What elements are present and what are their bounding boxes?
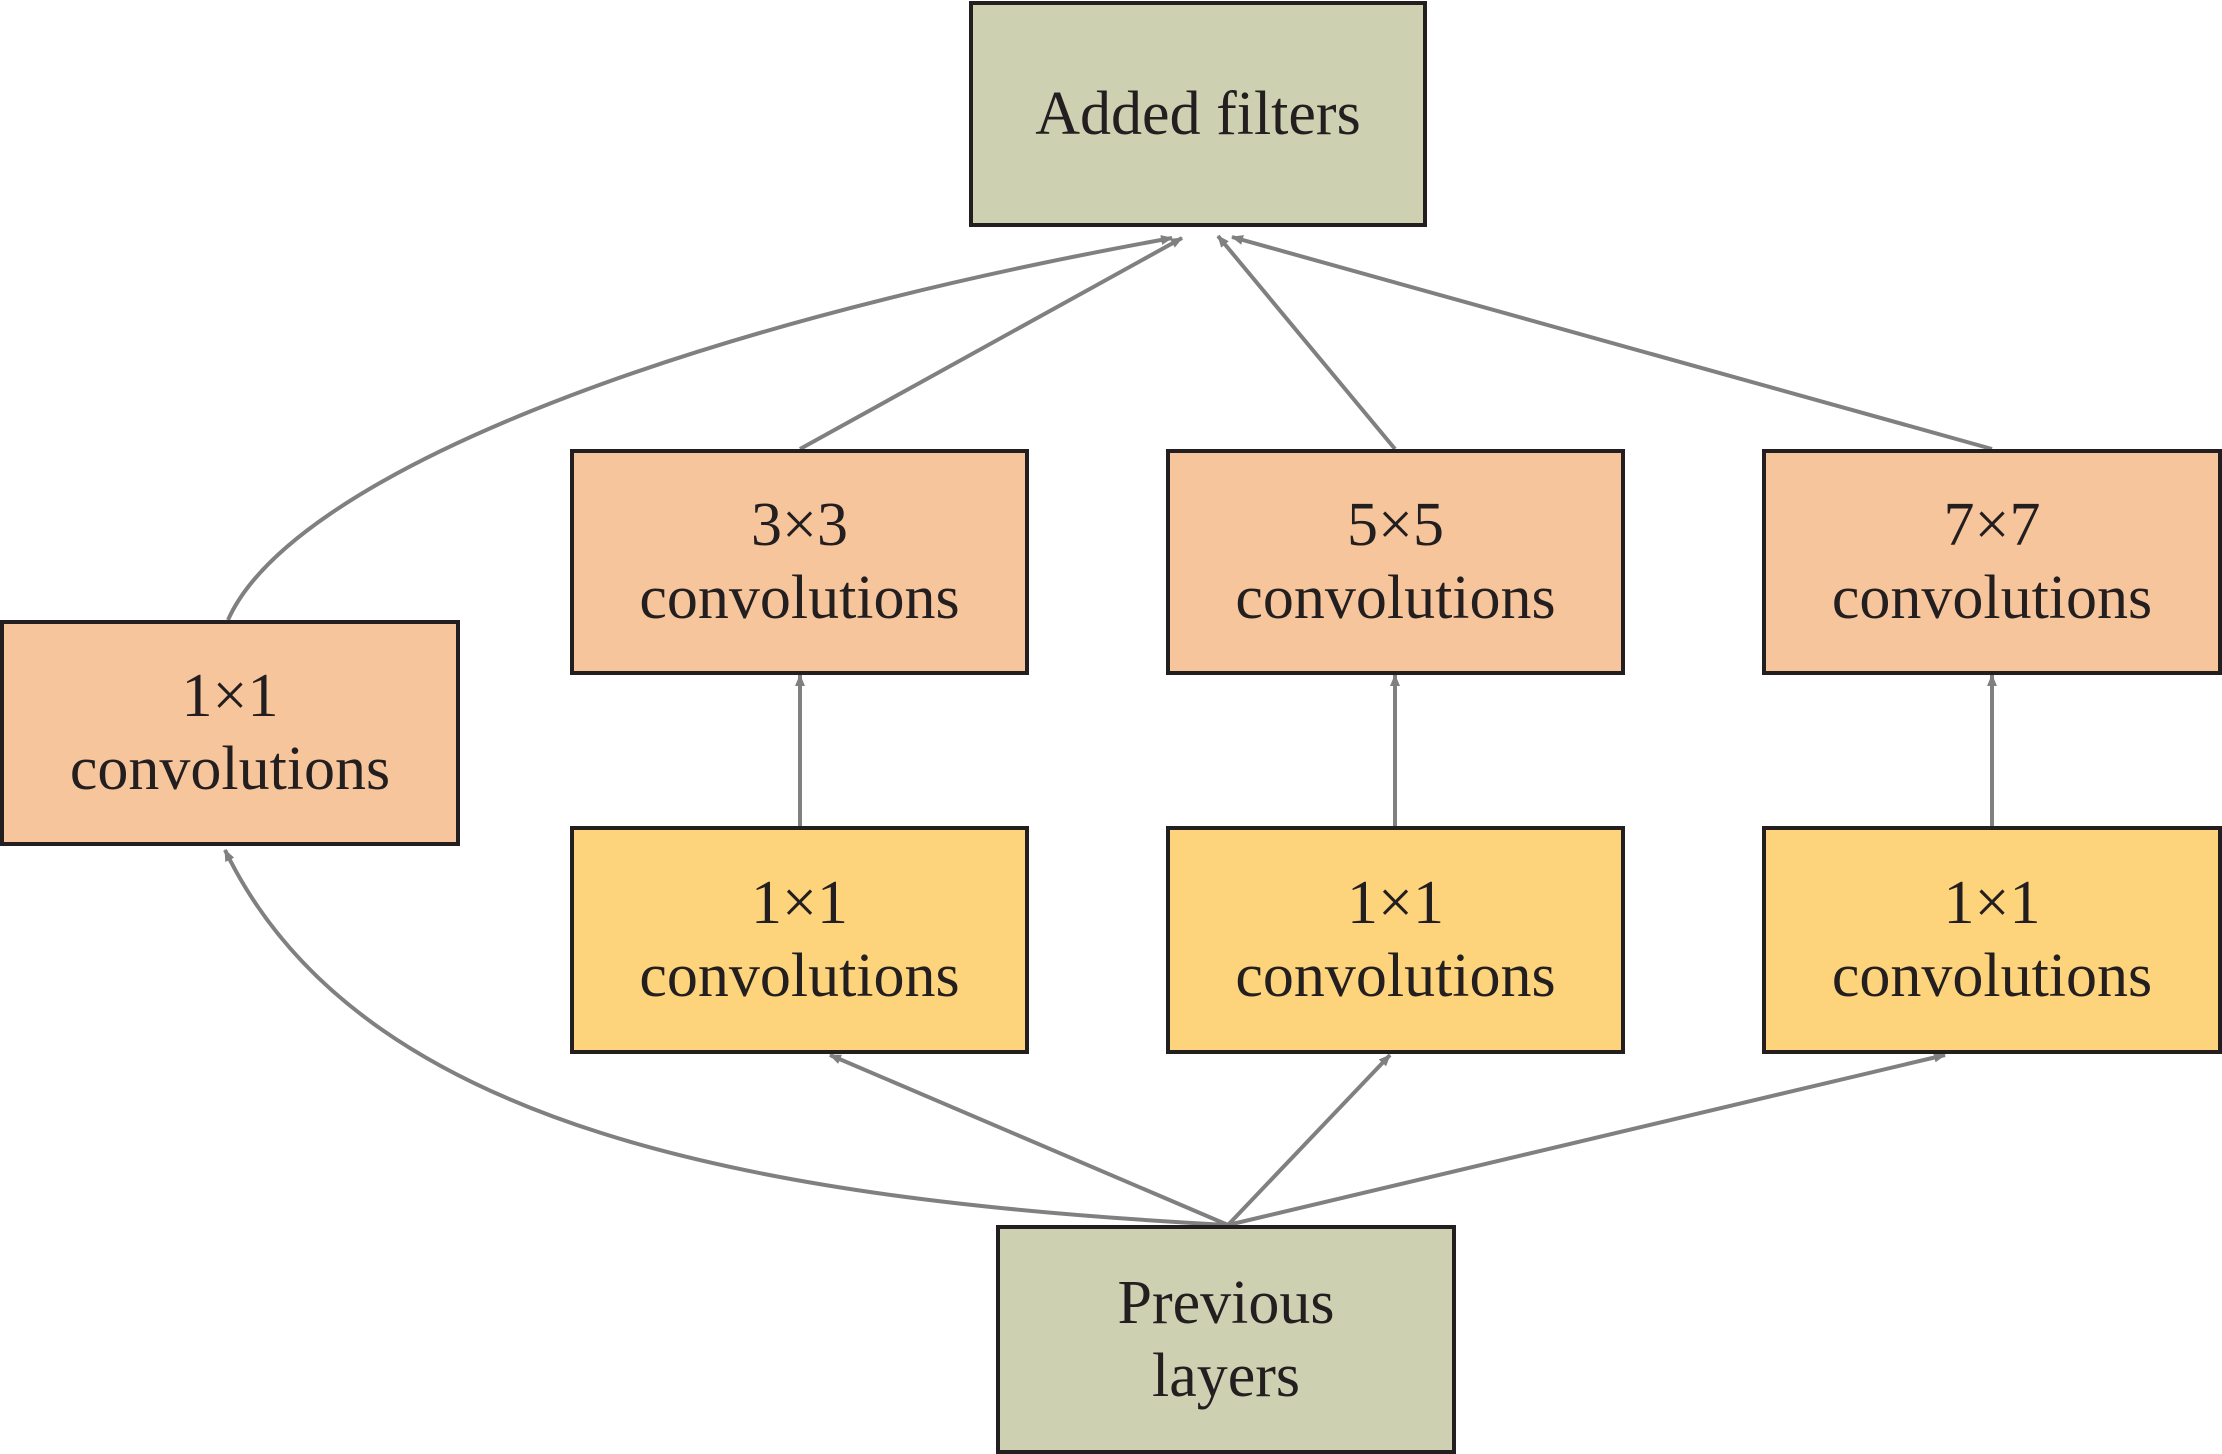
branch3-conv-5x5-label: 5×5 convolutions: [1235, 489, 1555, 635]
edge-branch4-conv7-to-added: [1231, 235, 1993, 451]
edge-branch1-to-added: [226, 235, 1173, 621]
branch2-conv-3x3-node: 3×3 convolutions: [570, 449, 1029, 675]
branch4-reduce-1x1-node: 1×1 convolutions: [1762, 826, 2222, 1054]
branch4-conv-7x7-node: 7×7 convolutions: [1762, 449, 2222, 675]
edge-previous-to-branch4-reduce: [1227, 1052, 1946, 1227]
added-filters-line-1: Added filters: [1035, 79, 1361, 148]
branch3-conv-5x5-line-2: convolutions: [1235, 564, 1556, 632]
previous-layers-line-1: Previous: [1117, 1268, 1335, 1337]
branch2-reduce-1x1-line-1: 1×1: [751, 869, 848, 937]
branch3-conv-5x5-node: 5×5 convolutions: [1166, 449, 1625, 675]
branch1-conv-1x1-line-2: convolutions: [69, 735, 391, 803]
branch2-conv-3x3-line-1: 3×3: [751, 491, 848, 559]
branch2-reduce-1x1-node: 1×1 convolutions: [570, 826, 1029, 1054]
branch3-reduce-1x1-line-1: 1×1: [1347, 869, 1444, 937]
branch2-reduce-1x1-line-2: convolutions: [639, 942, 960, 1010]
branch2-conv-3x3-line-2: convolutions: [639, 564, 960, 632]
edge-branch2-conv3-to-added: [799, 236, 1183, 451]
edge-previous-to-branch2-reduce: [829, 1053, 1229, 1227]
branch1-conv-1x1-line-1: 1×1: [181, 662, 279, 730]
branch4-reduce-1x1-label: 1×1 convolutions: [1832, 867, 2152, 1013]
branch4-conv-7x7-line-2: convolutions: [1831, 564, 2153, 632]
branch1-conv-1x1-node: 1×1 convolutions: [0, 620, 460, 846]
previous-layers-node: Previous layers: [996, 1225, 1456, 1454]
branch4-conv-7x7-label: 7×7 convolutions: [1832, 489, 2152, 635]
branch1-conv-1x1-label: 1×1 convolutions: [70, 660, 390, 806]
branch3-reduce-1x1-line-2: convolutions: [1235, 942, 1556, 1010]
branch4-conv-7x7-line-1: 7×7: [1943, 491, 2041, 559]
branch4-reduce-1x1-line-1: 1×1: [1943, 869, 2041, 937]
edge-previous-to-branch1: [223, 849, 1229, 1227]
branch2-conv-3x3-label: 3×3 convolutions: [639, 489, 959, 635]
added-filters-label: Added filters: [1035, 78, 1360, 151]
edge-previous-to-branch3-reduce: [1226, 1053, 1392, 1227]
added-filters-node: Added filters: [969, 1, 1427, 227]
branch3-reduce-1x1-node: 1×1 convolutions: [1166, 826, 1625, 1054]
previous-layers-line-2: layers: [1151, 1341, 1301, 1410]
previous-layers-label: Previous layers: [1118, 1267, 1335, 1413]
branch2-reduce-1x1-label: 1×1 convolutions: [639, 867, 959, 1013]
branch3-reduce-1x1-label: 1×1 convolutions: [1235, 867, 1555, 1013]
branch3-conv-5x5-line-1: 5×5: [1347, 491, 1444, 559]
branch4-reduce-1x1-line-2: convolutions: [1831, 942, 2153, 1010]
edge-branch3-conv5-to-added: [1216, 234, 1397, 451]
